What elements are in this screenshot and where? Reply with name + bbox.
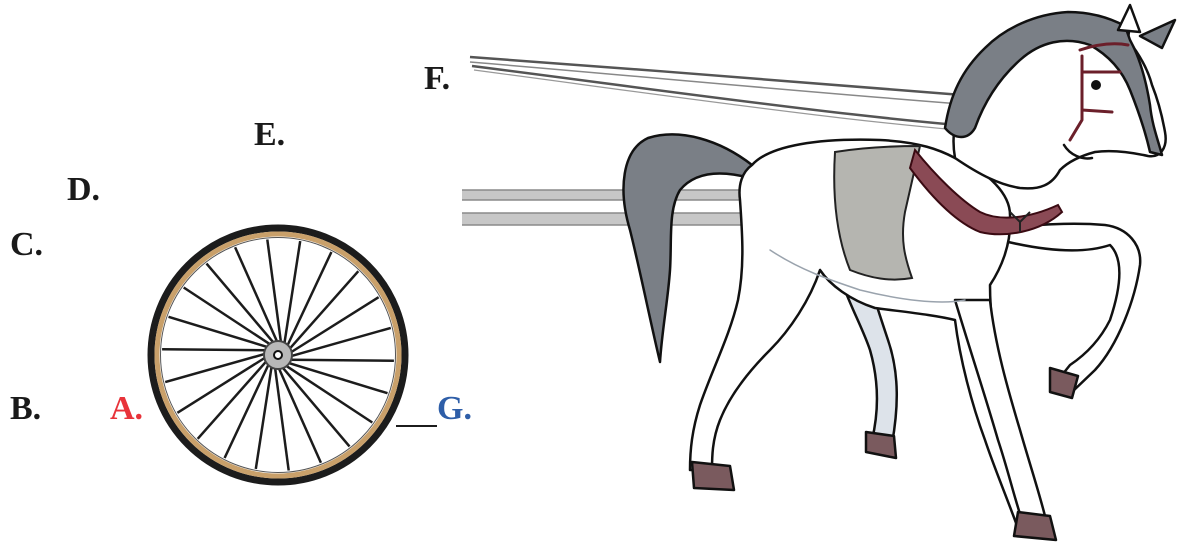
label-e: E. (254, 118, 285, 152)
wheel-spoke (162, 349, 267, 350)
label-f: F. (424, 62, 450, 96)
wheel-spoke (287, 252, 332, 347)
wheel-spoke (289, 360, 394, 361)
label-a: A. (110, 392, 143, 426)
label-g: G. (437, 392, 472, 426)
wheel-spoke (275, 367, 289, 471)
wheel-spoke (289, 271, 359, 350)
wheel-spoke (198, 360, 268, 439)
wheel-icon (151, 228, 405, 482)
label-b: B. (10, 392, 41, 426)
wheel-spoke (256, 365, 272, 469)
label-d: D. (67, 173, 100, 207)
wheel-spoke (225, 363, 270, 458)
label-c: C. (10, 228, 43, 262)
wheel-spoke (267, 240, 281, 344)
wheel-spoke (284, 241, 300, 345)
